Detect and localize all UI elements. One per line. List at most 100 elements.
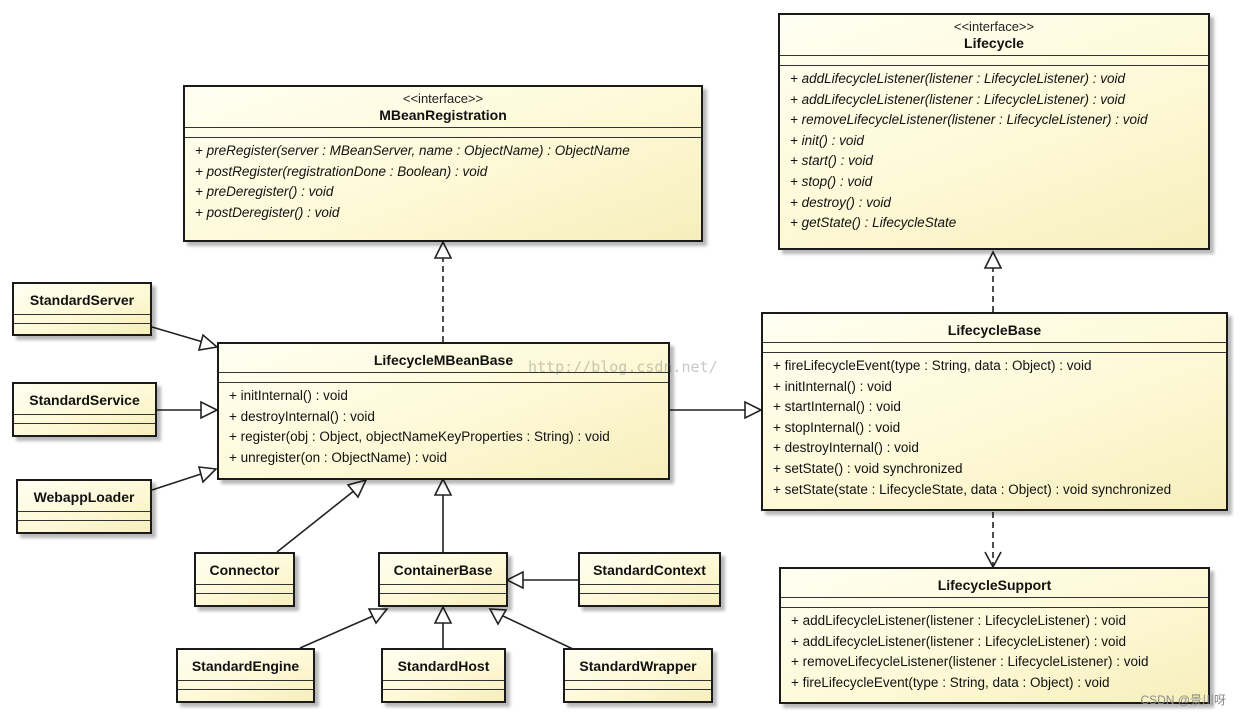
- operation: + destroyInternal() : void: [773, 440, 919, 456]
- operation: + setState() : void synchronized: [773, 460, 963, 476]
- class-lifecycle-base[interactable]: LifecycleBase + fireLifecycleEvent(type …: [761, 312, 1228, 511]
- attributes-compartment: [185, 128, 701, 138]
- generalization-standardwrapper: [502, 615, 576, 651]
- operations-compartment: [14, 424, 155, 432]
- operation: + initInternal() : void: [773, 378, 892, 394]
- generalization-arrowhead: [197, 333, 219, 351]
- generalization-arrowhead: [505, 570, 524, 590]
- class-header: <<interface>> Lifecycle: [780, 15, 1208, 56]
- generalization-arrowhead: [433, 605, 453, 624]
- class-standard-wrapper[interactable]: StandardWrapper: [563, 648, 713, 703]
- class-name: MBeanRegistration: [379, 107, 507, 123]
- class-header: <<interface>> MBeanRegistration: [185, 87, 701, 128]
- generalization-arrowhead: [744, 400, 763, 420]
- class-name: LifecycleMBeanBase: [373, 352, 514, 368]
- attributes-compartment: [565, 681, 711, 690]
- operations-compartment: [380, 594, 506, 602]
- class-name: Connector: [209, 562, 280, 578]
- operations-compartment: [178, 690, 313, 698]
- class-header: StandardServer: [14, 284, 150, 315]
- operation: + addLifecycleListener(listener : Lifecy…: [790, 71, 1126, 86]
- operation: + getState() : LifecycleState: [790, 215, 957, 231]
- class-lifecycle-support[interactable]: LifecycleSupport + addLifecycleListener(…: [779, 567, 1210, 704]
- operation: + stop() : void: [790, 173, 873, 189]
- operation: + fireLifecycleEvent(type : String, data…: [791, 674, 1110, 690]
- class-standard-service[interactable]: StandardService: [12, 382, 157, 437]
- generalization-arrowhead: [346, 478, 368, 499]
- operations-compartment: [14, 324, 150, 332]
- operation: + register(obj : Object, objectNameKeyPr…: [229, 429, 610, 445]
- operations-compartment: + addLifecycleListener(listener : Lifecy…: [781, 608, 1208, 697]
- operation: + unregister(on : ObjectName) : void: [229, 449, 447, 465]
- class-webapp-loader[interactable]: WebappLoader: [16, 479, 152, 534]
- class-connector[interactable]: Connector: [194, 552, 295, 607]
- class-name: Lifecycle: [964, 35, 1024, 51]
- attributes-compartment: [196, 585, 293, 594]
- operation: + startInternal() : void: [773, 399, 901, 415]
- class-standard-host[interactable]: StandardHost: [381, 648, 506, 703]
- class-name: LifecycleBase: [947, 322, 1042, 338]
- class-header: LifecycleSupport: [781, 569, 1208, 598]
- generalization-standardserver: [151, 326, 204, 343]
- class-container-base[interactable]: ContainerBase: [378, 552, 508, 607]
- generalization-standardengine: [299, 615, 374, 649]
- attributes-compartment: [383, 681, 504, 690]
- attributes-compartment: [14, 415, 155, 424]
- class-mbean-registration[interactable]: <<interface>> MBeanRegistration + preReg…: [183, 85, 703, 242]
- class-lifecycle-mbean-base[interactable]: LifecycleMBeanBase + initInternal() : vo…: [217, 342, 670, 480]
- class-header: StandardEngine: [178, 650, 313, 681]
- operation: + preDeregister() : void: [195, 184, 334, 200]
- attributes-compartment: [580, 585, 719, 594]
- class-header: StandardHost: [383, 650, 504, 681]
- class-header: LifecycleMBeanBase: [219, 344, 668, 373]
- generalization-connector: [276, 489, 356, 553]
- attributes-compartment: [780, 56, 1208, 66]
- operations-compartment: [565, 690, 711, 698]
- credit-text: CSDN @景川呀: [1140, 693, 1226, 707]
- class-name: StandardEngine: [191, 658, 300, 674]
- operations-compartment: [196, 594, 293, 602]
- class-lifecycle[interactable]: <<interface>> Lifecycle + addLifecycleLi…: [778, 13, 1210, 250]
- operation: + postDeregister() : void: [195, 204, 340, 220]
- operation: + destroyInternal() : void: [229, 408, 375, 424]
- attributes-compartment: [18, 512, 150, 521]
- class-name: StandardHost: [397, 658, 490, 674]
- operation: + start() : void: [790, 153, 873, 169]
- operation: + init() : void: [790, 132, 864, 148]
- class-header: ContainerBase: [380, 554, 506, 585]
- operation: + destroy() : void: [790, 194, 891, 210]
- generalization-arrowhead: [200, 400, 219, 420]
- operations-compartment: + fireLifecycleEvent(type : String, data…: [763, 353, 1226, 504]
- operations-compartment: [383, 690, 504, 698]
- realization-arrowhead: [433, 240, 453, 259]
- attributes-compartment: [781, 598, 1208, 608]
- operation: + preRegister(server : MBeanServer, name…: [195, 143, 630, 158]
- class-name: WebappLoader: [33, 489, 135, 505]
- operations-compartment: [580, 594, 719, 602]
- stereotype-label: <<interface>>: [402, 91, 484, 106]
- class-name: StandardContext: [593, 562, 706, 578]
- generalization-arrowhead: [197, 466, 218, 484]
- class-standard-engine[interactable]: StandardEngine: [176, 648, 315, 703]
- class-name: StandardServer: [29, 292, 135, 308]
- operation: + setState(state : LifecycleState, data …: [773, 481, 1172, 497]
- generalization-arrowhead: [433, 477, 453, 496]
- operations-compartment: + addLifecycleListener(listener : Lifecy…: [780, 66, 1208, 238]
- attributes-compartment: [14, 315, 150, 324]
- operations-compartment: [18, 521, 150, 529]
- operation: + addLifecycleListener(listener : Lifecy…: [790, 91, 1126, 107]
- class-name: StandardWrapper: [579, 658, 697, 674]
- operation: + stopInternal() : void: [773, 419, 901, 435]
- class-standard-server[interactable]: StandardServer: [12, 282, 152, 336]
- operation: + removeLifecycleListener(listener : Lif…: [790, 112, 1148, 128]
- operation: + removeLifecycleListener(listener : Lif…: [791, 654, 1149, 670]
- attributes-compartment: [763, 343, 1226, 353]
- operations-compartment: + preRegister(server : MBeanServer, name…: [185, 138, 701, 227]
- generalization-webapploader: [151, 473, 202, 491]
- class-standard-context[interactable]: StandardContext: [578, 552, 721, 607]
- attributes-compartment: [219, 373, 668, 383]
- class-header: LifecycleBase: [763, 314, 1226, 343]
- generalization-arrowhead: [367, 608, 389, 625]
- operation: + addLifecycleListener(listener : Lifecy…: [791, 633, 1127, 649]
